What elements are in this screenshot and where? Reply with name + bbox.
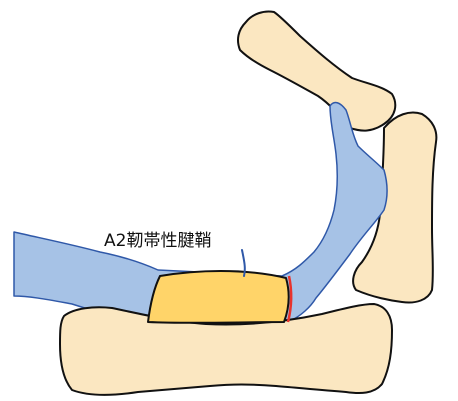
a2-pulley-sheath bbox=[148, 271, 289, 323]
sheath-label: A2靭帯性腱鞘 bbox=[104, 231, 211, 251]
distal-phalanx-bone bbox=[238, 11, 395, 130]
